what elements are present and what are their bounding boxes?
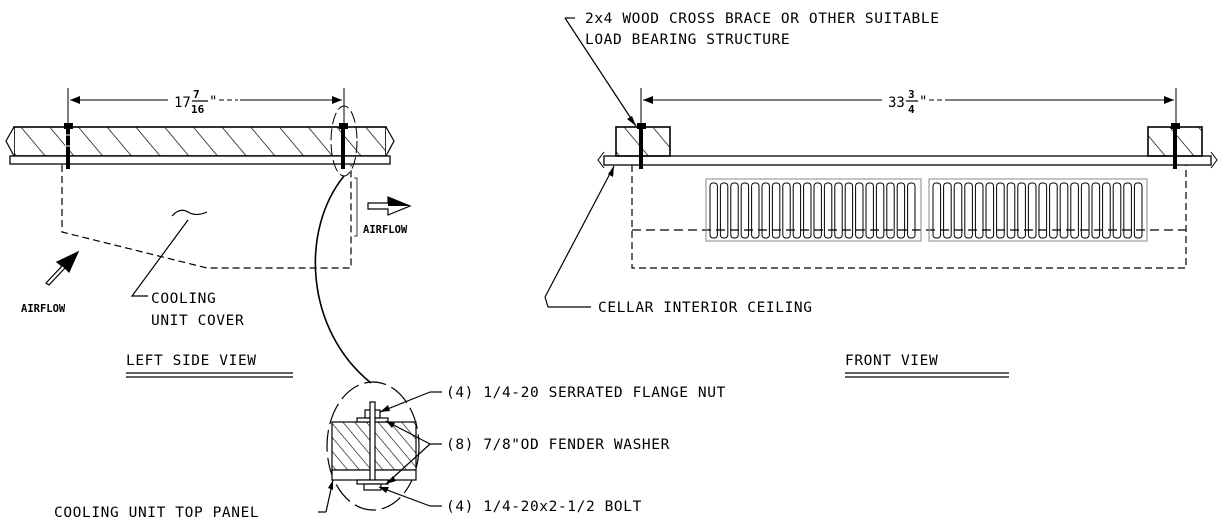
- front-dimension-denominator: 4: [908, 103, 915, 116]
- grille-slat: [834, 182, 843, 239]
- grille-slat: [709, 182, 718, 239]
- ceiling-callout: CELLAR INTERIOR CEILING: [598, 300, 813, 316]
- cover-label-line1: COOLING: [151, 291, 216, 307]
- grille-slat: [875, 182, 885, 239]
- cooling-unit-outline: [631, 165, 1187, 269]
- grille-slat: [730, 182, 739, 239]
- left-side-view: 17 7 16 ": [5, 88, 412, 378]
- grille-slat: [1112, 182, 1122, 239]
- grille-slat: [1049, 182, 1058, 239]
- grille-right: [928, 178, 1148, 242]
- cover-label-line2: UNIT COVER: [151, 313, 244, 329]
- grille-slat: [886, 182, 895, 239]
- detail-leader: [314, 175, 372, 384]
- airflow-label-left: AIRFLOW: [21, 303, 66, 315]
- cellar-ceiling: [603, 155, 1212, 166]
- front-view-title: FRONT VIEW: [845, 353, 938, 369]
- grille-slat: [964, 182, 973, 239]
- left-width-dimension: 17 7 16 ": [67, 88, 345, 128]
- grille-slat: [865, 182, 874, 239]
- grille-slat: [782, 182, 791, 239]
- front-dimension-whole: 33: [888, 95, 905, 111]
- airflow-label-right: AIRFLOW: [363, 224, 408, 236]
- grille-slat: [761, 182, 770, 239]
- front-dimension-numerator: 3: [908, 88, 915, 101]
- grille-slat: [1070, 182, 1079, 239]
- grille-slat: [1133, 182, 1143, 239]
- grille-slat: [1080, 182, 1090, 239]
- grille-slat: [1017, 182, 1026, 239]
- grille-slat: [792, 182, 802, 239]
- grille-slat: [1123, 182, 1132, 239]
- grille-slat: [974, 182, 984, 239]
- left-dimension-whole: 17: [174, 95, 191, 111]
- grille-slat: [855, 182, 864, 239]
- grille-slat: [1091, 182, 1101, 239]
- grille-slat: [1027, 182, 1037, 239]
- left-dimension-numerator: 7: [193, 88, 200, 101]
- left-view-title: LEFT SIDE VIEW: [126, 353, 257, 369]
- airflow-arrow-right: [367, 196, 412, 216]
- airflow-arrow-left: [45, 250, 80, 286]
- grille-slat: [996, 182, 1005, 239]
- front-dimension-inch: ": [919, 94, 927, 110]
- top-panel-callout: COOLING UNIT TOP PANEL: [54, 505, 259, 521]
- grille-slat: [719, 182, 729, 239]
- grille-slat: [1038, 182, 1048, 239]
- grille-slat: [943, 182, 952, 239]
- cooling-unit-cover-outline: [61, 165, 352, 269]
- grille-slat: [907, 182, 916, 239]
- grille-slat: [1059, 182, 1069, 239]
- grille-slat: [932, 182, 942, 239]
- grille-slat: [844, 182, 854, 239]
- washer-callout: (8) 7/8"OD FENDER WASHER: [446, 437, 670, 453]
- grille-slats: [709, 182, 1143, 239]
- left-wood-brace: [5, 126, 395, 165]
- left-bolt-right: [339, 123, 348, 169]
- bolt-callout: (4) 1/4-20x2-1/2 BOLT: [446, 499, 642, 515]
- grille-slat: [771, 182, 781, 239]
- brace-callout-line2: LOAD BEARING STRUCTURE: [585, 32, 790, 48]
- left-bolt-left: [64, 123, 73, 169]
- grille-slat: [953, 182, 963, 239]
- grille-slat: [1102, 182, 1111, 239]
- grille-slat: [803, 182, 812, 239]
- grille-slat: [813, 182, 822, 239]
- brace-callout-line1: 2x4 WOOD CROSS BRACE OR OTHER SUITABLE: [585, 11, 940, 27]
- grille-slat: [1006, 182, 1016, 239]
- front-width-dimension: 33 3 4 ": [640, 88, 1177, 128]
- grille-slat: [985, 182, 995, 239]
- grille-slat: [740, 182, 750, 239]
- fastener-detail: [326, 381, 420, 511]
- grille-left: [705, 178, 922, 242]
- front-view: 33 3 4 " FRONT VIEW: [597, 88, 1218, 378]
- grille-slat: [896, 182, 906, 239]
- left-dimension-inch: ": [209, 94, 217, 110]
- grille-slat: [823, 182, 833, 239]
- left-dimension-denominator: 16: [191, 103, 205, 116]
- grille-slat: [751, 182, 760, 239]
- nut-callout: (4) 1/4-20 SERRATED FLANGE NUT: [446, 385, 726, 401]
